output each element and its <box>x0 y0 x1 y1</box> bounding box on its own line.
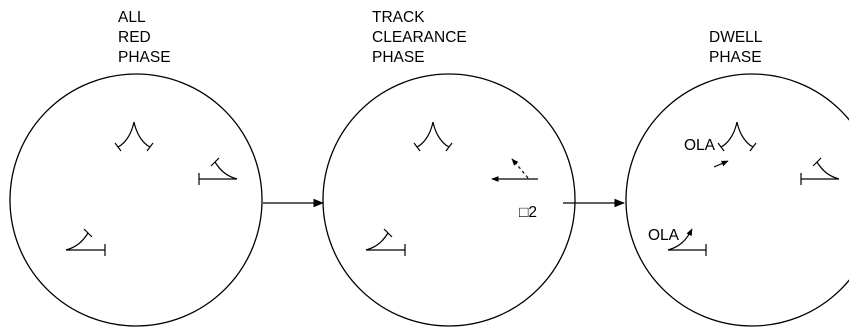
clearance-movement-arrows <box>491 158 538 182</box>
phase-title-line: ALL <box>118 9 146 26</box>
phase-title-line: PHASE <box>709 49 762 66</box>
phase-number-label: □2 <box>519 204 537 221</box>
overlap-arrow <box>713 160 729 168</box>
movement-symbol-left <box>65 228 106 256</box>
phase-title-line: DWELL <box>709 29 763 46</box>
overlap-label: OLA <box>648 227 680 244</box>
phase-circle <box>9 73 263 327</box>
movement-symbol-right <box>800 157 840 185</box>
movement-symbol-top <box>413 121 453 152</box>
phase-dwell: DWELL PHASE OLA OLA <box>625 29 849 327</box>
overlap-label: OLA <box>684 137 716 154</box>
phase-title-line: PHASE <box>118 49 171 66</box>
movement-symbol-right <box>198 157 238 185</box>
phase-track-clearance: TRACK CLEARANCE PHASE □2 <box>322 9 576 327</box>
movement-symbol-left <box>667 228 707 256</box>
movement-symbol-left <box>365 228 406 256</box>
phase-title-line: TRACK <box>372 9 425 26</box>
phase-title-line: RED <box>118 29 151 46</box>
phase-all-red: ALL RED PHASE <box>9 9 263 327</box>
phase-circle <box>625 73 849 327</box>
movement-symbol-top <box>717 121 757 152</box>
movement-symbol-top <box>114 121 154 152</box>
phase-title-line: PHASE <box>372 49 425 66</box>
phase-title-line: CLEARANCE <box>372 29 467 46</box>
phase-circle <box>322 73 576 327</box>
